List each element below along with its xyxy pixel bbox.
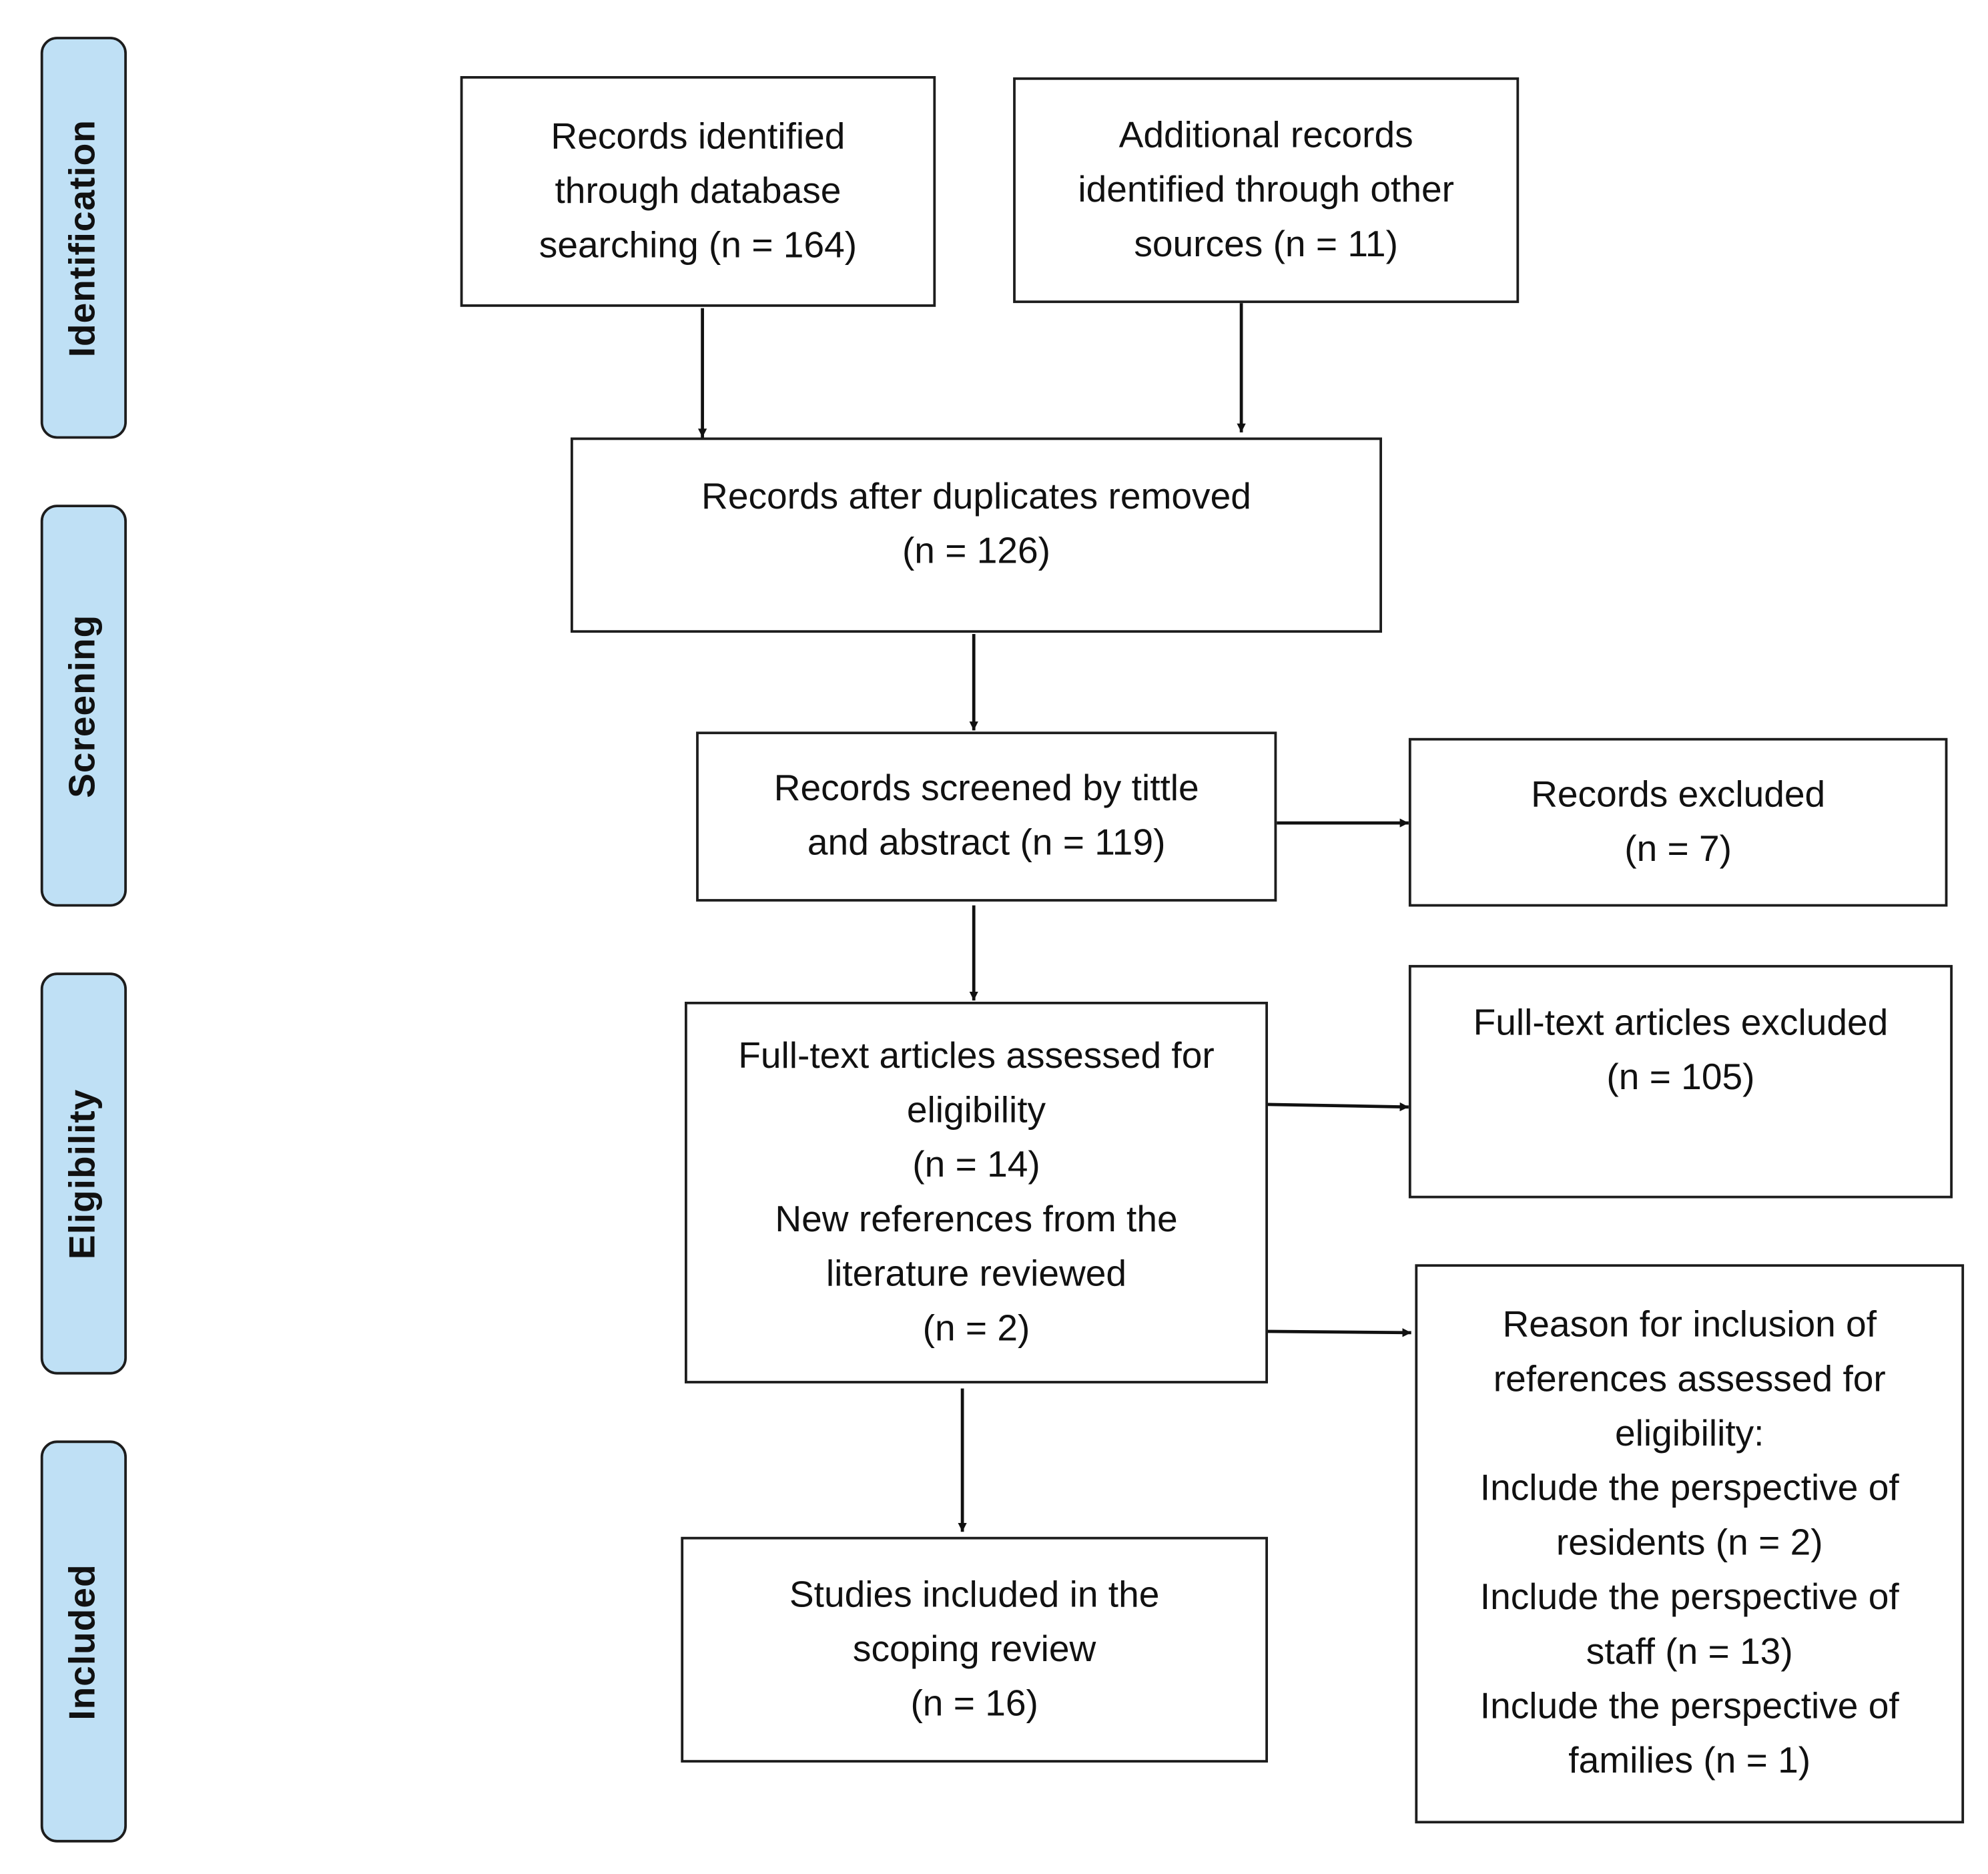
- node-line: Records identified: [551, 115, 846, 157]
- node-records-screened: Records screened by tittle and abstract …: [696, 731, 1277, 902]
- node-line: (n = 126): [902, 531, 1051, 572]
- arrow-fulltext-to-reasons: [1267, 1328, 1411, 1337]
- node-line: references assessed for: [1493, 1359, 1886, 1400]
- node-inclusion-reasons: Reason for inclusion of references asses…: [1415, 1264, 1965, 1824]
- node-line: Include the perspective of: [1479, 1686, 1899, 1727]
- node-line: and abstract (n = 119): [807, 823, 1166, 864]
- node-line: identified through other: [1078, 169, 1454, 210]
- node-line: (n = 7): [1624, 828, 1732, 870]
- phase-screening: Screening: [40, 505, 127, 907]
- node-fulltext-excluded: Full-text articles excluded (n = 105): [1408, 964, 1953, 1199]
- phase-included: Included: [40, 1440, 127, 1843]
- node-database-records: Records identified through database sear…: [460, 76, 936, 307]
- node-line: scoping review: [852, 1628, 1096, 1670]
- node-line: residents (n = 2): [1556, 1522, 1823, 1564]
- node-line: families (n = 1): [1568, 1741, 1811, 1782]
- phase-screening-label: Screening: [63, 613, 103, 798]
- node-line: literature reviewed: [825, 1253, 1127, 1294]
- node-line: Full-text articles assessed for: [738, 1035, 1215, 1076]
- node-line: (n = 105): [1606, 1057, 1755, 1099]
- node-line: Studies included in the: [789, 1574, 1160, 1615]
- node-line: Reason for inclusion of: [1502, 1305, 1877, 1345]
- node-line: Records after duplicates removed: [701, 477, 1251, 518]
- node-line: searching (n = 164): [539, 225, 858, 266]
- node-line: (n = 16): [910, 1683, 1038, 1725]
- node-line: New references from the: [775, 1199, 1178, 1240]
- node-line: Records screened by tittle: [773, 768, 1199, 810]
- phase-identification: Identification: [40, 37, 127, 439]
- node-line: Include the perspective of: [1479, 1577, 1899, 1618]
- arrow-fulltext-to-ft-excluded: [1267, 1102, 1409, 1112]
- node-line: eligibility: [906, 1090, 1046, 1131]
- node-studies-included: Studies included in the scoping review (…: [681, 1536, 1268, 1763]
- node-duplicates-removed: Records after duplicates removed (n = 12…: [571, 437, 1382, 633]
- node-line: Full-text articles excluded: [1473, 1002, 1889, 1044]
- phase-eligibility: Eligibility: [40, 972, 127, 1375]
- node-line: through database: [555, 170, 842, 212]
- phase-included-label: Included: [63, 1563, 103, 1720]
- phase-identification-label: Identification: [63, 119, 103, 357]
- node-line: Records excluded: [1531, 773, 1826, 815]
- node-line: (n = 2): [922, 1307, 1030, 1349]
- node-line: Additional records: [1118, 114, 1413, 155]
- node-records-excluded: Records excluded (n = 7): [1408, 737, 1948, 907]
- node-line: (n = 14): [912, 1144, 1040, 1185]
- node-other-records: Additional records identified through ot…: [1013, 77, 1520, 304]
- node-line: staff (n = 13): [1586, 1632, 1793, 1673]
- node-line: Include the perspective of: [1479, 1468, 1899, 1509]
- phase-eligibility-label: Eligibility: [63, 1088, 103, 1259]
- node-line: sources (n = 11): [1134, 224, 1398, 265]
- node-line: eligibility:: [1614, 1414, 1764, 1455]
- node-fulltext-assessed: Full-text articles assessed for eligibil…: [685, 1002, 1268, 1383]
